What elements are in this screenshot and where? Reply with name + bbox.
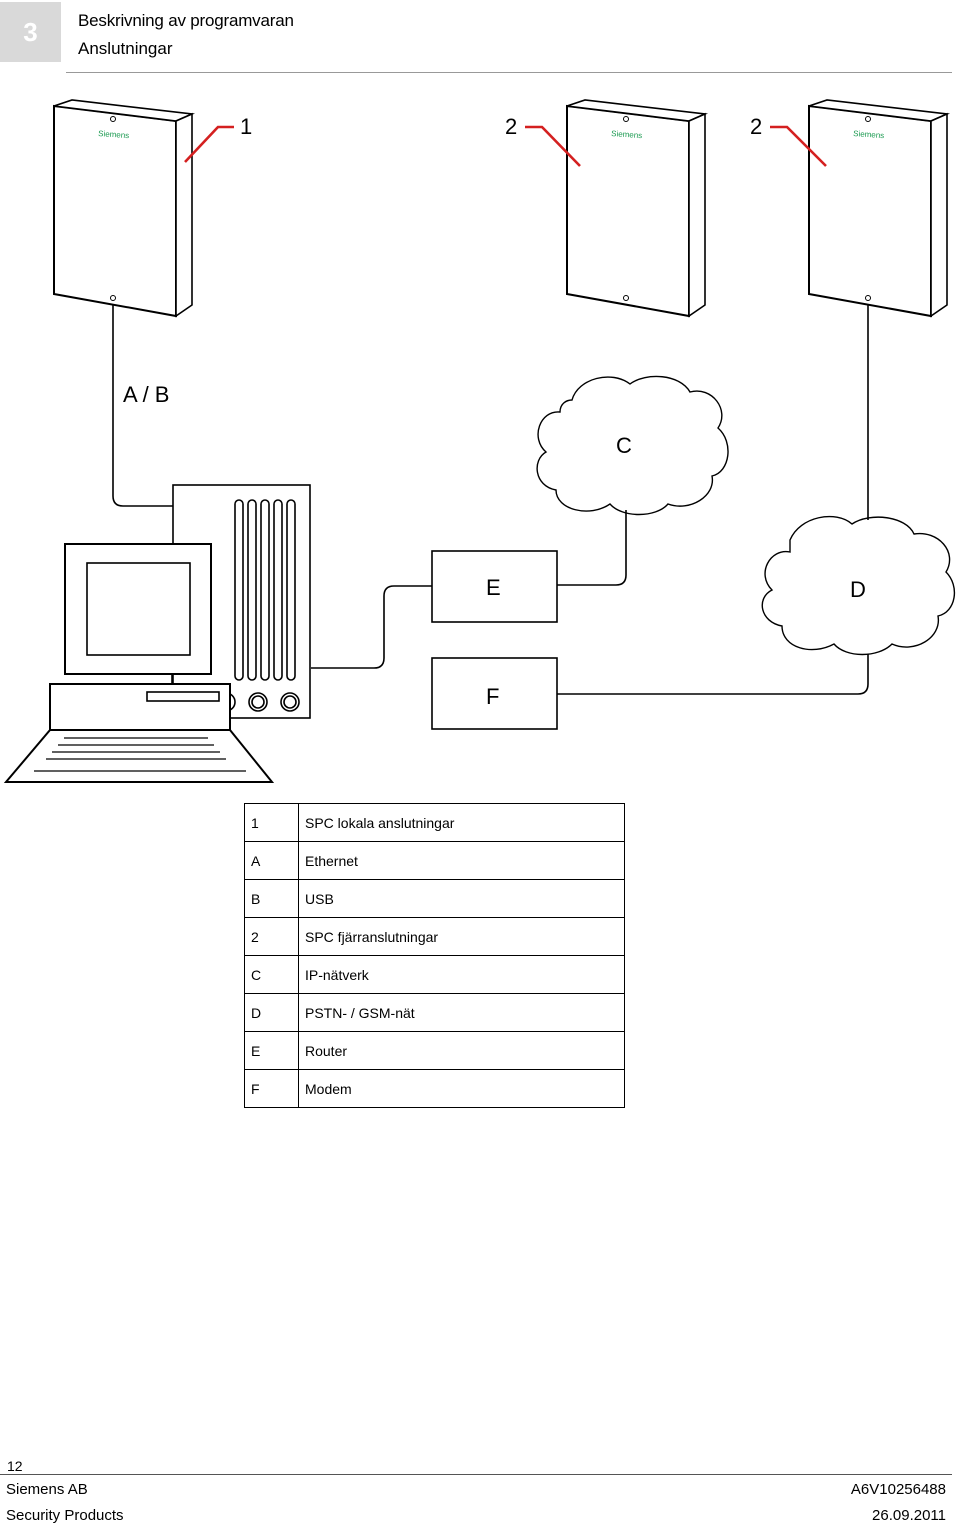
footer-company: Siemens AB [6, 1481, 88, 1498]
legend-key: 1 [244, 803, 299, 842]
modem-box [431, 657, 558, 730]
callout-local-panel: 1 [240, 114, 252, 139]
legend-description: SPC fjärranslutningar [298, 917, 625, 956]
legend-description: Ethernet [298, 841, 625, 880]
pc-keyboard [3, 683, 275, 783]
router-box [431, 550, 558, 623]
pstn-gsm-cloud [761, 515, 956, 656]
remote-spc-panel-1: Siemens [566, 99, 709, 318]
footer-date: 26.09.2011 [872, 1507, 946, 1524]
connection-diagram: Siemens Siemens Siemens 1 2 2 A / B C D … [3, 99, 956, 783]
pc-to-router-cable [311, 585, 432, 669]
modem-to-pstn-cable [557, 654, 869, 695]
pstn-gsm-label: D [850, 577, 866, 602]
modem-label: F [486, 684, 499, 709]
pc-monitor [64, 543, 212, 684]
footer-document-id: A6V10256488 [850, 1481, 946, 1498]
legend-key: D [244, 993, 299, 1032]
legend-description: PSTN- / GSM-nät [298, 993, 625, 1032]
callout-leaders [184, 125, 827, 167]
legend-key: F [244, 1069, 299, 1108]
footer-division: Security Products [6, 1507, 124, 1524]
section-title: Anslutningar [78, 39, 173, 58]
legend-key: C [244, 955, 299, 994]
legend-key: A [244, 841, 299, 880]
router-label: E [486, 575, 501, 600]
chapter-title: Beskrivning av programvaran [78, 11, 294, 30]
legend-key: B [244, 879, 299, 918]
callout-remote-panel-1: 2 [505, 114, 517, 139]
router-to-ip-cable [557, 510, 627, 586]
legend-key: E [244, 1031, 299, 1070]
local-link-label: A / B [123, 382, 169, 407]
legend-description: Modem [298, 1069, 625, 1108]
panel-brand-label: Siemens [611, 129, 643, 140]
footer-rule [0, 1474, 952, 1475]
remote-spc-panel-2: Siemens [808, 99, 951, 318]
callout-remote-panel-2: 2 [750, 114, 762, 139]
legend-description: USB [298, 879, 625, 918]
page-number: 12 [7, 1458, 23, 1474]
legend-description: SPC lokala anslutningar [298, 803, 625, 842]
local-spc-panel: Siemens [53, 99, 196, 318]
panel-brand-label: Siemens [853, 129, 885, 140]
legend-key: 2 [244, 917, 299, 956]
legend-description: IP-nätverk [298, 955, 625, 994]
chapter-number-box: 3 [0, 2, 61, 62]
ip-network-cloud [536, 375, 729, 516]
panel-brand-label: Siemens [98, 129, 130, 140]
local-link-cable [112, 304, 173, 507]
ip-network-label: C [616, 433, 632, 458]
legend-description: Router [298, 1031, 625, 1070]
header-rule [66, 72, 952, 73]
